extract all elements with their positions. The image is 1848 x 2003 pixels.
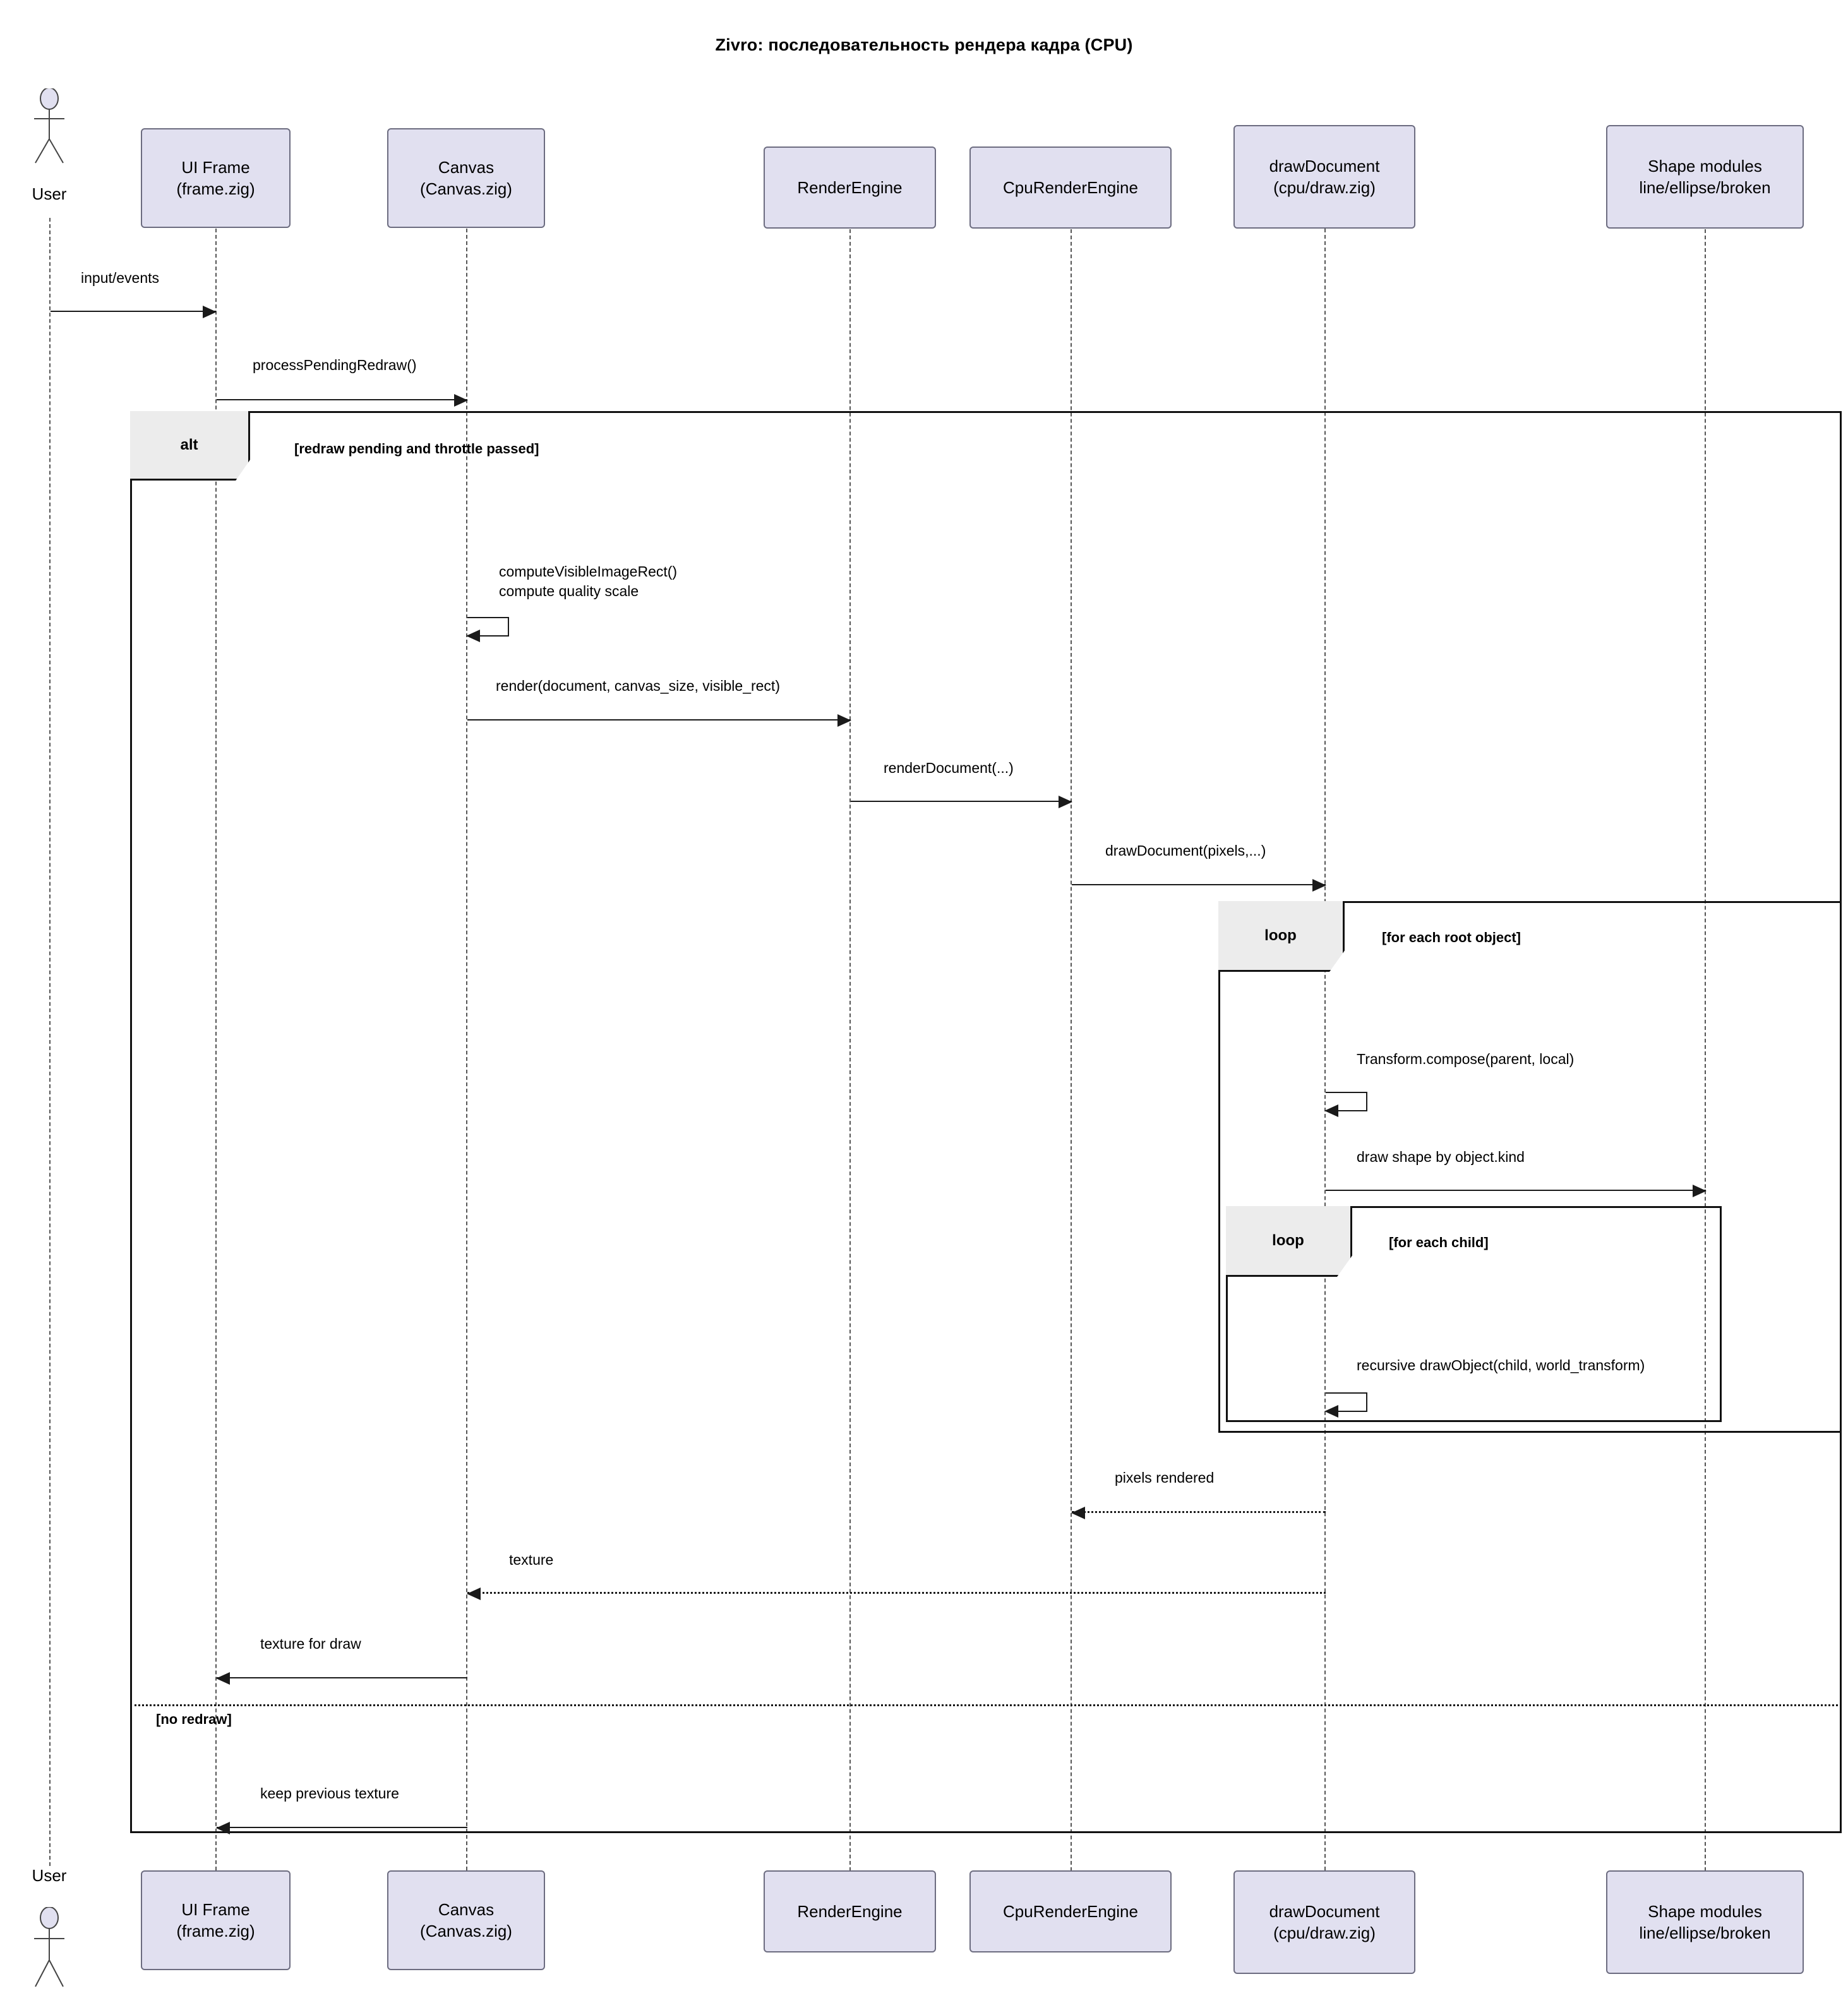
actor-user-top-label: User	[32, 184, 67, 203]
fragment-alt-condition: [redraw pending and throttle passed]	[294, 441, 539, 457]
arrowhead-right-icon	[454, 394, 468, 407]
message-label-keep-previous-texture: keep previous texture	[260, 1785, 399, 1802]
participant-draw-document-bottom[interactable]: drawDocument (cpu/draw.zig)	[1233, 1870, 1415, 1974]
message-arrow-texture	[467, 1587, 1326, 1600]
fragment-alt-label: alt	[130, 411, 250, 481]
arrowhead-left-icon	[466, 630, 480, 642]
message-selfcall-transform-compose	[1324, 1092, 1367, 1117]
fragment-alt-divider	[130, 1704, 1842, 1706]
arrowhead-right-icon	[1312, 879, 1326, 892]
arrowhead-left-icon	[1324, 1405, 1338, 1418]
participant-cpu-render-engine-top[interactable]: CpuRenderEngine	[969, 146, 1172, 229]
participant-canvas-top[interactable]: Canvas (Canvas.zig)	[387, 128, 545, 228]
lifeline-render-engine	[849, 229, 851, 1871]
fragment-loop-child	[1226, 1206, 1722, 1422]
fragment-loop-root-label: loop	[1218, 901, 1345, 972]
actor-user-top	[25, 88, 76, 164]
arrowhead-left-icon	[1071, 1507, 1085, 1519]
message-label-render-document: renderDocument(...)	[884, 760, 1014, 776]
message-label-pixels-rendered: pixels rendered	[1115, 1469, 1215, 1486]
message-arrow-texture-for-draw	[216, 1672, 467, 1685]
fragment-loop-child-condition: [for each child]	[1389, 1235, 1489, 1250]
actor-user-bottom	[25, 1907, 76, 1989]
fragment-loop-root-condition: [for each root object]	[1382, 930, 1521, 945]
lifeline-canvas	[466, 229, 467, 1870]
message-label-compute-visible-image-rect: computeVisibleImageRect() compute qualit…	[499, 563, 678, 600]
fragment-alt-else-condition: [no redraw]	[156, 1711, 232, 1727]
message-label-process-pending-redraw: processPendingRedraw()	[253, 357, 417, 373]
message-label-draw-document: drawDocument(pixels,...)	[1105, 842, 1266, 859]
participant-cpu-render-engine-bottom[interactable]: CpuRenderEngine	[969, 1870, 1172, 1952]
message-label-render: render(document, canvas_size, visible_re…	[496, 678, 780, 694]
fragment-loop-child-label: loop	[1226, 1206, 1352, 1277]
lifeline-draw-document	[1324, 229, 1326, 1870]
participant-shape-modules-bottom[interactable]: Shape modules line/ellipse/broken	[1606, 1870, 1804, 1974]
participant-render-engine-bottom[interactable]: RenderEngine	[764, 1870, 936, 1952]
message-label-transform-compose: Transform.compose(parent, local)	[1357, 1051, 1575, 1067]
message-selfcall-canvas-compute	[466, 617, 509, 642]
message-selfcall-recursive-draw-object	[1324, 1392, 1367, 1418]
page-title: Zivro: последовательность рендера кадра …	[715, 35, 1133, 54]
lifeline-shape-modules	[1705, 229, 1706, 1871]
actor-user-bottom-label: User	[32, 1866, 67, 1885]
arrowhead-left-icon	[467, 1587, 481, 1600]
arrowhead-right-icon	[203, 306, 217, 318]
arrowhead-left-icon	[216, 1672, 230, 1685]
arrowhead-right-icon	[1693, 1185, 1707, 1197]
lifeline-ui-frame	[215, 229, 217, 1870]
participant-render-engine-top[interactable]: RenderEngine	[764, 146, 936, 229]
message-arrow-draw-document	[1072, 879, 1326, 892]
arrowhead-left-icon	[216, 1822, 230, 1834]
arrowhead-left-icon	[1324, 1104, 1338, 1117]
fragment-loop-root	[1218, 901, 1842, 1433]
participant-ui-frame-top[interactable]: UI Frame (frame.zig)	[141, 128, 291, 228]
arrowhead-right-icon	[837, 714, 851, 727]
participant-shape-modules-top[interactable]: Shape modules line/ellipse/broken	[1606, 125, 1804, 229]
lifeline-cpu-render-engine	[1071, 229, 1072, 1871]
participant-draw-document-top[interactable]: drawDocument (cpu/draw.zig)	[1233, 125, 1415, 229]
arrowhead-right-icon	[1059, 796, 1072, 808]
message-arrow-render	[467, 714, 851, 727]
message-arrow-keep-previous-texture	[216, 1822, 467, 1834]
participant-canvas-bottom[interactable]: Canvas (Canvas.zig)	[387, 1870, 545, 1970]
message-arrow-draw-shape	[1326, 1185, 1707, 1197]
message-label-texture: texture	[509, 1552, 554, 1568]
message-label-recursive-draw-object: recursive drawObject(child, world_transf…	[1357, 1357, 1645, 1373]
message-arrow-process-pending-redraw	[217, 394, 468, 407]
message-arrow-pixels-rendered	[1071, 1507, 1326, 1519]
lifeline-user	[49, 218, 51, 1866]
message-label-texture-for-draw: texture for draw	[260, 1635, 361, 1652]
message-label-input-events: input/events	[81, 270, 160, 286]
message-arrow-render-document	[851, 796, 1072, 808]
message-arrow-input-events	[51, 306, 217, 318]
message-label-draw-shape: draw shape by object.kind	[1357, 1149, 1525, 1165]
participant-ui-frame-bottom[interactable]: UI Frame (frame.zig)	[141, 1870, 291, 1970]
